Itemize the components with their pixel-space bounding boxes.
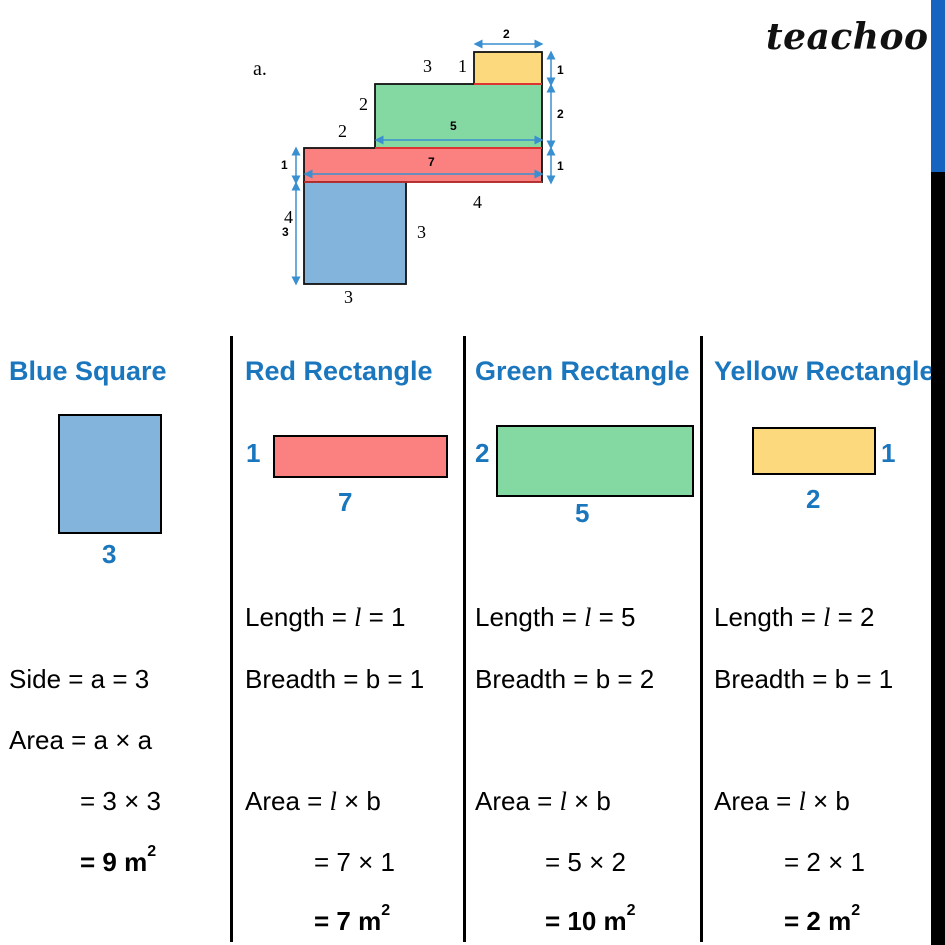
label-yellow-left: 1 <box>458 56 467 76</box>
column-divider <box>463 336 466 942</box>
column-divider <box>230 336 233 942</box>
red-rectangle-shape <box>273 435 448 478</box>
red-breadth-line: Breadth = b = 1 <box>245 664 425 694</box>
blue-square-side-label: 3 <box>102 539 117 569</box>
blue-square-shape <box>58 414 162 534</box>
blue-side-line: Side = a = 3 <box>9 664 150 694</box>
label-blue-bottom: 3 <box>344 287 353 307</box>
yellow-area-result: = 2 m2 <box>784 902 861 936</box>
part-label: a. <box>253 58 267 80</box>
green-rect-length-label: 5 <box>575 498 590 528</box>
red-rect-length-label: 7 <box>338 487 353 517</box>
green-rect-breadth-label: 2 <box>475 438 490 468</box>
label-below-red: 4 <box>473 192 482 212</box>
figure-red-rectangle <box>303 147 543 183</box>
red-area-formula: Area = l × b <box>245 786 381 816</box>
figure-green-rectangle <box>374 83 543 149</box>
heading-blue-square: Blue Square <box>9 356 167 386</box>
column-divider <box>700 336 703 942</box>
label-blue-left-3: 3 <box>282 225 289 239</box>
yellow-length-line: Length = l = 2 <box>714 602 875 632</box>
sidebar-accent-blue <box>931 0 945 172</box>
yellow-rect-length-label: 2 <box>806 484 821 514</box>
figure-blue-square <box>303 181 407 285</box>
green-breadth-line: Breadth = b = 2 <box>475 664 655 694</box>
label-red-inner: 7 <box>428 155 435 169</box>
label-step-2: 2 <box>338 121 347 141</box>
blue-area-formula: Area = a × a <box>9 725 153 755</box>
green-area-result: = 10 m2 <box>545 902 636 936</box>
blue-area-result: = 9 m2 <box>80 843 157 877</box>
label-red-left: 1 <box>281 158 288 172</box>
blue-area-calc: = 3 × 3 <box>80 786 161 816</box>
label-green-right: 2 <box>557 107 564 121</box>
figure-yellow-rectangle <box>473 51 543 85</box>
red-area-result: = 7 m2 <box>314 902 391 936</box>
green-rectangle-shape <box>496 425 694 497</box>
heading-red-rectangle: Red Rectangle <box>245 356 433 386</box>
yellow-breadth-line: Breadth = b = 1 <box>714 664 894 694</box>
label-green-left: 2 <box>359 94 368 114</box>
red-area-calc: = 7 × 1 <box>314 847 395 877</box>
green-area-formula: Area = l × b <box>475 786 611 816</box>
label-green-inner: 5 <box>450 119 457 133</box>
heading-yellow-rectangle: Yellow Rectangle <box>714 356 931 386</box>
green-length-line: Length = l = 5 <box>475 602 636 632</box>
red-rect-breadth-label: 1 <box>246 438 261 468</box>
green-area-calc: = 5 × 2 <box>545 847 626 877</box>
red-length-line: Length = l = 1 <box>245 602 406 632</box>
label-red-right: 1 <box>557 159 564 173</box>
yellow-area-formula: Area = l × b <box>714 786 850 816</box>
label-yellow-top: 2 <box>503 27 510 41</box>
heading-green-rectangle: Green Rectangle <box>475 356 690 386</box>
label-blue-left-4: 4 <box>284 207 293 227</box>
yellow-rect-breadth-label: 1 <box>881 438 896 468</box>
teachoo-logo: teachoo <box>766 16 929 58</box>
yellow-rectangle-shape <box>752 427 876 475</box>
label-blue-right: 3 <box>417 222 426 242</box>
composite-figure: a. 2 1 1 3 2 5 2 2 1 7 1 4 4 3 3 3 <box>253 27 564 307</box>
sidebar-accent-black <box>931 172 945 945</box>
label-yellow-right: 1 <box>557 63 564 77</box>
label-step-3: 3 <box>423 56 432 76</box>
yellow-area-calc: = 2 × 1 <box>784 847 865 877</box>
